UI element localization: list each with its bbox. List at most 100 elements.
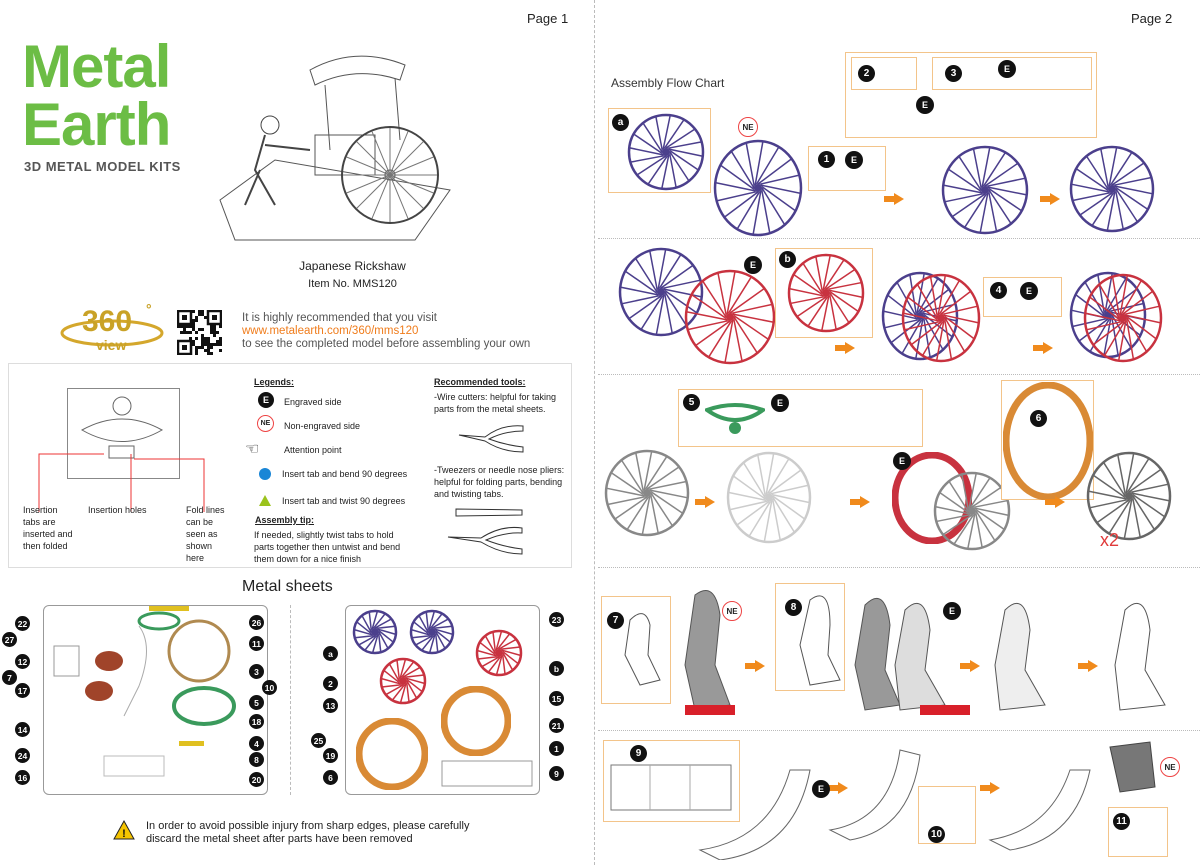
- part-number-badge: 11: [249, 636, 264, 651]
- item-number: Item No. MMS120: [308, 278, 397, 290]
- legends-title: Legends:: [254, 377, 295, 387]
- pliers-icon: [447, 527, 523, 555]
- row-separator: [598, 730, 1200, 731]
- sheet-wheel-a1: [351, 608, 399, 656]
- part-number-badge: 10: [262, 680, 277, 695]
- logo-line1: Metal: [22, 33, 171, 100]
- part-5-green-seat: [705, 403, 765, 434]
- engraved-marker: E: [893, 452, 911, 470]
- engraved-marker: E: [771, 394, 789, 412]
- qr-code[interactable]: [177, 310, 222, 355]
- flow-arrow: [1078, 660, 1098, 672]
- flow-chart-title: Assembly Flow Chart: [611, 76, 725, 90]
- sheet-wheel-a2: [408, 608, 456, 656]
- wheel-row2-front: [683, 268, 777, 366]
- row-separator: [598, 567, 1200, 568]
- step-badge: b: [779, 251, 796, 268]
- flow-arrow: [960, 660, 980, 672]
- warning-icon: !: [113, 820, 135, 840]
- leader-lines: [38, 453, 205, 512]
- part-number-badge: 8: [249, 752, 264, 767]
- warning-line1: In order to avoid possible injury from s…: [146, 820, 470, 832]
- flow-arrow: [835, 342, 855, 354]
- tweezers-icon: [455, 508, 523, 517]
- body-assembly: [698, 749, 1091, 860]
- flow-arrow: [1040, 193, 1060, 205]
- warning-text: In order to avoid possible injury from s…: [146, 820, 469, 846]
- step-badge: 1: [818, 151, 835, 168]
- label-insertion-holes: Insertion holes: [88, 505, 147, 515]
- part-number-badge: 16: [15, 770, 30, 785]
- non-engraved-marker: NE: [722, 601, 742, 621]
- part-number-badge: 26: [249, 615, 264, 630]
- wheel-a: [626, 112, 706, 192]
- step-badge: 10: [928, 826, 945, 843]
- tools-title: Recommended tools:: [434, 377, 526, 387]
- row-separator: [598, 238, 1200, 239]
- green-triangle-icon: [259, 495, 271, 506]
- step-badge: 6: [1030, 410, 1047, 427]
- model-name: Japanese Rickshaw: [299, 259, 406, 273]
- insertion-diagram: [67, 388, 180, 479]
- row-separator: [598, 374, 1200, 375]
- part-number-badge: 5: [249, 695, 264, 710]
- seat-part: [441, 760, 533, 787]
- part-number-badge: 17: [15, 683, 30, 698]
- wheel-assembly-3: [1068, 144, 1156, 234]
- step-badge: 5: [683, 394, 700, 411]
- wheel-row2-back: [617, 246, 705, 338]
- part-11-hood: [1109, 741, 1156, 793]
- part-number-badge: 15: [549, 691, 564, 706]
- engraved-marker: E: [998, 60, 1016, 78]
- part-number-badge: 24: [15, 748, 30, 763]
- legend-twist: Insert tab and twist 90 degrees: [282, 496, 406, 506]
- flow-arrow: [745, 660, 765, 672]
- wheel-assembly-1: [712, 138, 804, 238]
- warning-line2: discard the metal sheet after parts have…: [146, 833, 413, 845]
- assembly-tip-text: If needed, slightly twist tabs to hold p…: [254, 530, 401, 564]
- wheel-row3-inner: [932, 470, 1012, 552]
- part-number-badge: 18: [249, 714, 264, 729]
- legend-bend: Insert tab and bend 90 degrees: [282, 469, 408, 479]
- legend-panel: Insertion tabs are inserted and then fol…: [8, 363, 572, 568]
- runner-figures: [624, 590, 1166, 715]
- flow-arrow: [828, 782, 848, 794]
- part-number-badge: 13: [323, 698, 338, 713]
- label-fold-lines: Fold lines can be seen as shown here: [186, 505, 225, 563]
- non-engraved-marker: NE: [1160, 757, 1180, 777]
- legend-attention: Attention point: [284, 445, 342, 455]
- engraved-icon: E: [258, 392, 274, 408]
- non-engraved-marker: NE: [738, 117, 758, 137]
- visit-text: It is highly recommended that you visit …: [242, 312, 530, 351]
- step-badge: a: [612, 114, 629, 131]
- flow-arrow: [884, 193, 904, 205]
- logo-subtitle: 3D METAL MODEL KITS: [24, 159, 181, 174]
- engraved-marker: E: [943, 602, 961, 620]
- engraved-marker: E: [812, 780, 830, 798]
- part-number-badge: 23: [549, 612, 564, 627]
- quantity-label: x2: [1100, 530, 1120, 550]
- flow-arrow: [850, 496, 870, 508]
- blue-dot-icon: [259, 468, 271, 480]
- metal-sheet-2: [345, 605, 540, 795]
- part-number-badge: 3: [249, 664, 264, 679]
- view-360-badge[interactable]: 360 ° view: [60, 301, 165, 355]
- ring-icon: [60, 319, 164, 347]
- page-divider: [594, 0, 595, 865]
- wheel-row3-light: [725, 450, 813, 545]
- part-number-badge: 20: [249, 772, 264, 787]
- label-insertion-tabs: Insertion tabs are inserted and then fol…: [23, 505, 73, 551]
- callout-step-10: [918, 786, 976, 844]
- step-badge: 2: [858, 65, 875, 82]
- part-number-badge: b: [549, 661, 564, 676]
- non-engraved-icon: NE: [257, 415, 274, 432]
- step-badge: 9: [630, 745, 647, 762]
- wheel-row3-grey: [603, 448, 691, 538]
- visit-url[interactable]: www.metalearth.com/360/mms120: [242, 325, 419, 337]
- badge-degree: °: [146, 301, 152, 317]
- page-number: Page 1: [527, 11, 569, 26]
- engraved-marker: E: [1020, 282, 1038, 300]
- part-number-badge: 22: [15, 616, 30, 631]
- callout-step-9: [603, 740, 740, 822]
- sheet-rim-1: [355, 717, 429, 791]
